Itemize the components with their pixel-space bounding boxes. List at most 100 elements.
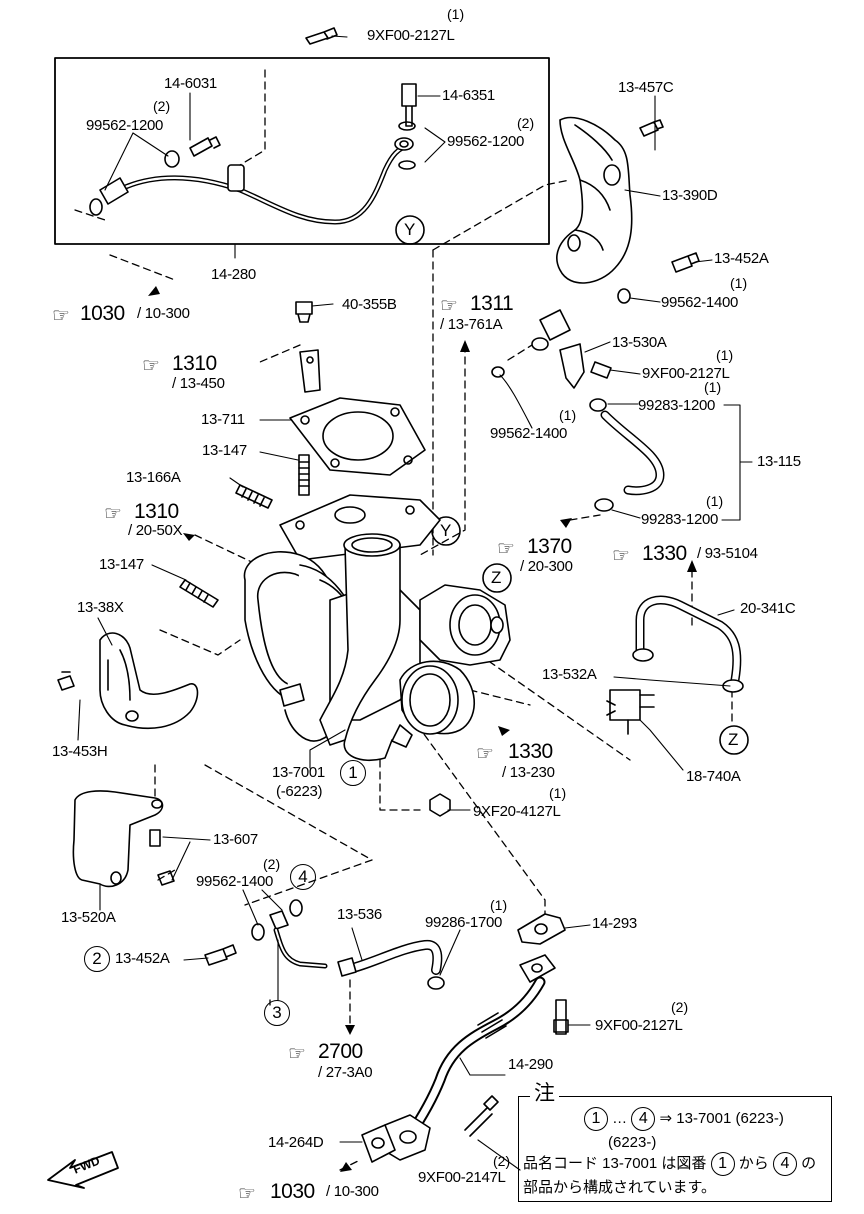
- pointing-hand-icon: ☞: [142, 355, 160, 377]
- note-line-3: 品名コード 13-7001 は図番 1 から 4 の: [523, 1152, 816, 1176]
- part-number: 99286-1700: [425, 914, 503, 931]
- ref-page[interactable]: / 13-450: [172, 375, 225, 392]
- pointing-hand-icon: ☞: [238, 1183, 256, 1205]
- pointing-hand-icon: ☞: [440, 295, 458, 317]
- part-number: 20-341C: [740, 600, 796, 617]
- part-number: 14-280: [211, 266, 256, 283]
- part-number: 13-166A: [126, 469, 181, 486]
- circle-number: 4: [772, 1152, 797, 1176]
- note-heading: 注: [530, 1083, 559, 1105]
- turbocharger: [243, 494, 511, 762]
- part-number: 13-7001: [272, 764, 325, 781]
- part-number: 9XF00-2147L: [418, 1169, 506, 1186]
- callout-number: 1: [340, 760, 366, 786]
- quantity: (2): [263, 856, 281, 872]
- note-line-2: (6223-): [608, 1134, 657, 1151]
- ref-page[interactable]: / 10-300: [326, 1183, 379, 1200]
- heat-shield-upper: [556, 116, 633, 284]
- pointing-hand-icon: ☞: [497, 538, 515, 560]
- ref-number[interactable]: 1310: [172, 352, 217, 375]
- pointing-hand-icon: ☞: [288, 1043, 306, 1065]
- ref-page[interactable]: / 93-5104: [697, 545, 758, 562]
- callout-number: 2: [84, 946, 110, 972]
- fwd-arrow-icon: [47, 1151, 119, 1189]
- part-number: 13-520A: [61, 909, 116, 926]
- part-number: 13-147: [202, 442, 247, 459]
- note-text: の: [801, 1154, 817, 1172]
- part-number: 9XF00-2127L: [595, 1017, 683, 1034]
- note-part: 13-7001 (6223-): [676, 1109, 784, 1127]
- washer: [398, 121, 416, 131]
- part-number: 99283-1200: [638, 397, 716, 414]
- part-number: 99562-1200: [447, 133, 525, 150]
- quantity: (1): [704, 379, 722, 395]
- washer: [164, 150, 180, 168]
- inset-box: [54, 57, 550, 245]
- part-number: 13-453H: [52, 743, 108, 760]
- note-text: 品名コード 13-7001 は図番: [523, 1154, 707, 1172]
- ref-number[interactable]: 2700: [318, 1040, 363, 1063]
- quantity: (1): [447, 6, 465, 22]
- part-number: 18-740A: [686, 768, 741, 785]
- circle-number: 1: [584, 1107, 608, 1131]
- bolt: [401, 83, 417, 127]
- part-number: 99283-1200: [641, 511, 719, 528]
- ref-page[interactable]: / 10-300: [137, 305, 190, 322]
- pointing-hand-icon: ☞: [104, 503, 122, 525]
- part-number: 13-536: [337, 906, 382, 923]
- quantity: (1): [706, 493, 724, 509]
- note-line-1: 1 … 4 ⇒ 13-7001 (6223-): [584, 1107, 784, 1131]
- quantity: (2): [153, 98, 171, 114]
- part-number-note: (-6223): [276, 783, 323, 800]
- pointing-hand-icon: ☞: [612, 545, 630, 567]
- part-number: 13-452A: [115, 950, 170, 967]
- ref-number[interactable]: 1030: [270, 1180, 315, 1203]
- quantity: (1): [490, 897, 508, 913]
- ref-page[interactable]: / 13-230: [502, 764, 555, 781]
- note-text: から: [738, 1154, 769, 1172]
- quantity: (1): [730, 275, 748, 291]
- circle-number: 4: [631, 1107, 656, 1131]
- part-number: 99562-1400: [490, 425, 568, 442]
- ref-number[interactable]: 1330: [642, 542, 687, 565]
- part-number: 13-147: [99, 556, 144, 573]
- part-number: 14-293: [592, 915, 637, 932]
- ref-page[interactable]: / 20-50X: [128, 522, 183, 539]
- bolt: [305, 27, 338, 45]
- part-number: 99562-1200: [86, 117, 164, 134]
- part-number: 13-530A: [612, 334, 667, 351]
- ref-page[interactable]: / 27-3A0: [318, 1064, 373, 1081]
- part-number: 9XF00-2127L: [367, 27, 455, 44]
- quantity: (1): [716, 347, 734, 363]
- ref-number[interactable]: 1030: [80, 302, 125, 325]
- part-number: 13-452A: [714, 250, 769, 267]
- washer: [398, 160, 416, 170]
- quantity: (2): [517, 115, 535, 131]
- part-number: 9XF00-2127L: [642, 365, 730, 382]
- banjo-bolt: [189, 136, 221, 157]
- callout-letter: Y: [404, 220, 416, 239]
- ref-number[interactable]: 1310: [134, 500, 179, 523]
- part-number: 14-6031: [164, 75, 217, 92]
- ref-number[interactable]: 1311: [470, 292, 514, 315]
- part-number: 99562-1400: [196, 873, 274, 890]
- ref-page[interactable]: / 13-761A: [440, 316, 503, 333]
- part-number: 13-457C: [618, 79, 674, 96]
- callout-number: 4: [290, 864, 316, 890]
- quantity: (2): [493, 1153, 511, 1169]
- part-number: 14-264D: [268, 1134, 324, 1151]
- part-number: 13-38X: [77, 599, 124, 616]
- callout-number: 3: [264, 1000, 290, 1026]
- part-number: 13-711: [201, 411, 245, 428]
- callout-letter: Z: [491, 568, 502, 587]
- note-arrow: ⇒: [659, 1109, 673, 1127]
- quantity: (2): [671, 999, 689, 1015]
- ref-page[interactable]: / 20-300: [520, 558, 573, 575]
- callout-letter: Z: [728, 730, 739, 749]
- ref-number[interactable]: 1370: [527, 535, 572, 558]
- note-dots: …: [612, 1109, 628, 1127]
- part-number: 13-115: [757, 453, 801, 470]
- ref-number[interactable]: 1330: [508, 740, 553, 763]
- part-number: 14-290: [508, 1056, 553, 1073]
